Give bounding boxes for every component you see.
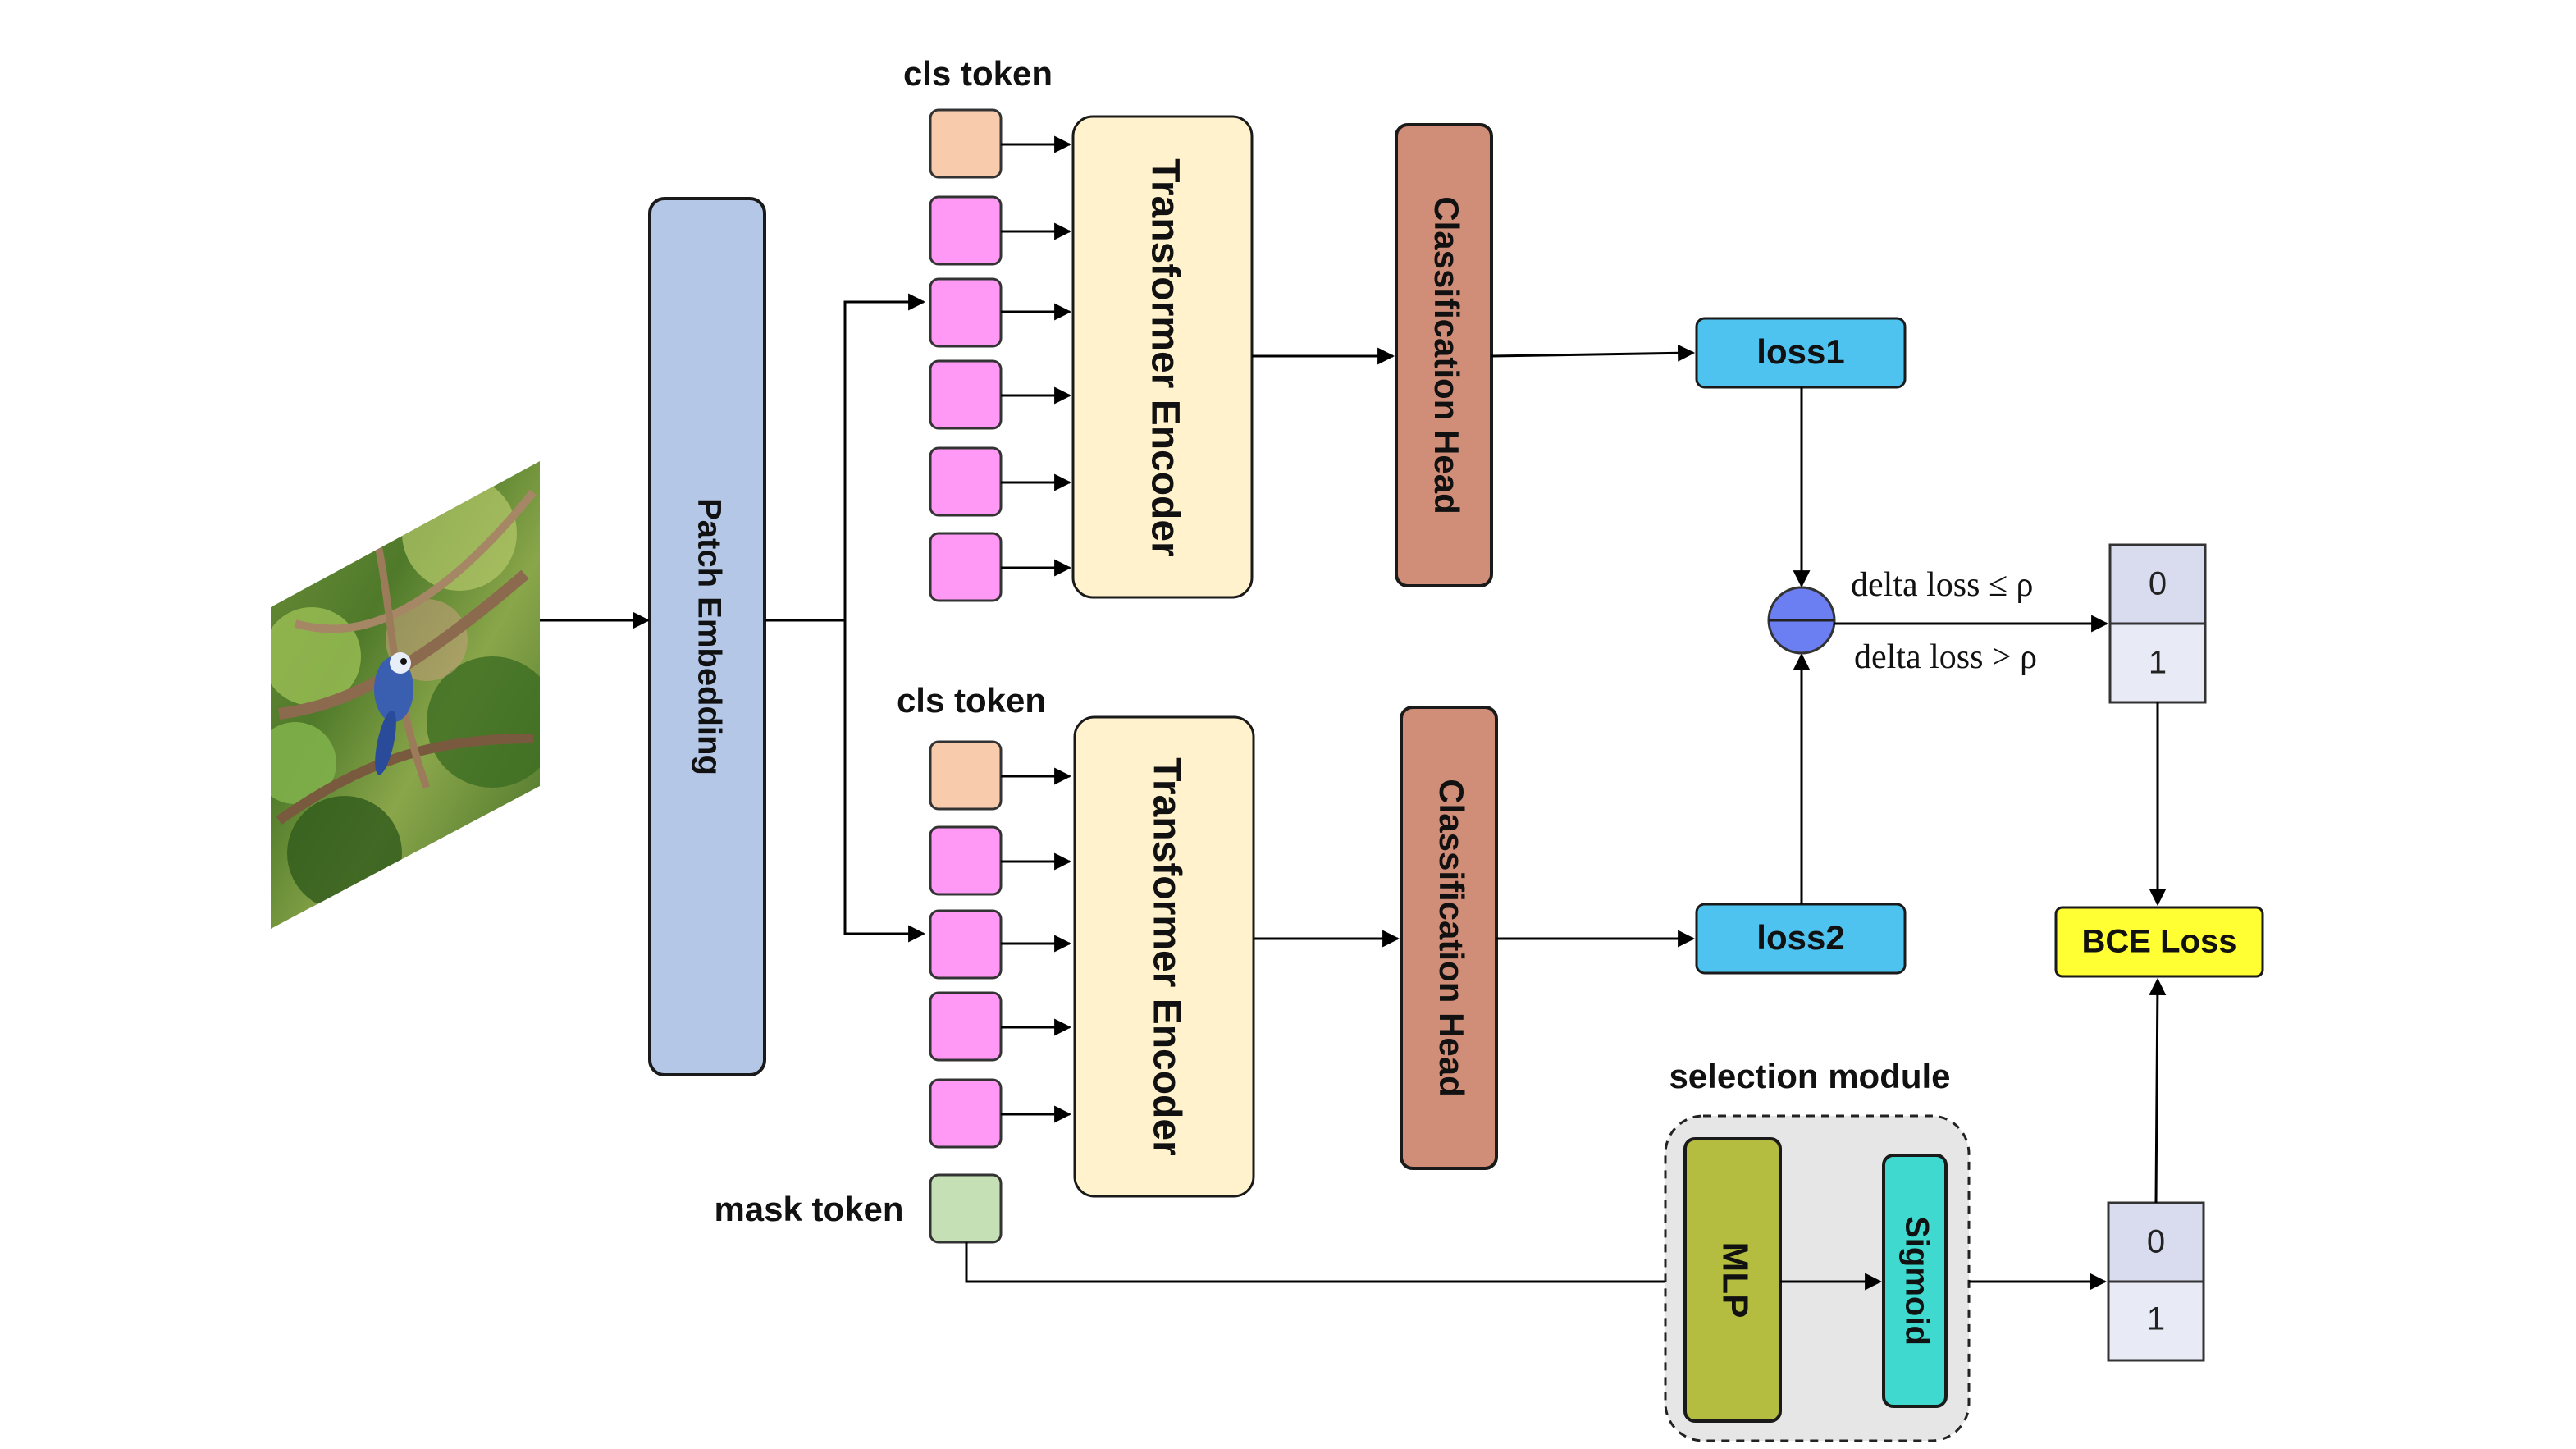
transformer-encoder-bottom-label: Transformer Encoder	[1144, 757, 1188, 1155]
loss2-label: loss2	[1756, 918, 1844, 957]
token-column-bottom	[929, 740, 1003, 1149]
delta-gt-label: delta loss > ρ	[1854, 638, 2037, 676]
embedding-split-connector	[765, 293, 926, 943]
classification-head-top: Classification Head	[1395, 123, 1493, 587]
bird-on-branch-photo-icon	[271, 476, 540, 911]
delta-le-label: delta loss ≤ ρ	[1851, 566, 2034, 604]
patch-token	[929, 532, 1003, 602]
transformer-encoder-top: Transformer Encoder	[1071, 115, 1254, 599]
loss2-box: loss2	[1695, 903, 1907, 975]
arrow-mask-to-mlp	[965, 1242, 1688, 1291]
token-arrows-top	[1001, 135, 1072, 577]
token-arrows-bottom	[1001, 767, 1072, 1123]
patch-token	[929, 991, 1003, 1062]
patch-token	[929, 277, 1003, 348]
output-vector-top: 0 1	[2108, 543, 2207, 704]
arrow-head-to-loss1	[1491, 344, 1696, 362]
patch-token	[929, 195, 1003, 266]
selection-module-label: selection module	[1669, 1057, 1950, 1095]
output-bottom-cell-0: 0	[2147, 1224, 2165, 1260]
cls-token-bottom-label: cls token	[897, 681, 1046, 720]
cls-token-bottom	[929, 740, 1003, 811]
output-top-cell-0: 0	[2149, 566, 2167, 602]
input-image	[271, 461, 540, 929]
loss1-box: loss1	[1695, 317, 1907, 389]
patch-token	[929, 825, 1003, 896]
sigmoid-label: Sigmoid	[1898, 1216, 1934, 1346]
patch-token	[929, 446, 1003, 517]
selection-module: MLP Sigmoid	[1664, 1114, 1971, 1442]
transformer-encoder-top-label: Transformer Encoder	[1143, 158, 1186, 556]
classification-head-bottom: Classification Head	[1400, 706, 1498, 1170]
transformer-encoder-bottom: Transformer Encoder	[1073, 715, 1255, 1198]
subtract-circle-icon	[1767, 586, 1836, 655]
output-bottom-cell-1: 1	[2147, 1301, 2165, 1337]
output-top-cell-1: 1	[2149, 645, 2167, 681]
mask-token-label: mask token	[714, 1190, 903, 1228]
arrow-selection-to-bce	[2149, 977, 2167, 1204]
sigmoid-block: Sigmoid	[1882, 1154, 1948, 1408]
mlp-block: MLP	[1683, 1137, 1782, 1423]
cls-token-top-label: cls token	[903, 54, 1053, 93]
classification-head-top-label: Classification Head	[1427, 196, 1466, 514]
patch-embedding-block: Patch Embedding	[648, 197, 766, 1076]
patch-embedding-label: Patch Embedding	[691, 498, 727, 775]
loss1-label: loss1	[1756, 332, 1844, 371]
patch-token	[929, 359, 1003, 430]
patch-token	[929, 1078, 1003, 1149]
bce-loss-label: BCE Loss	[2082, 924, 2237, 960]
bce-loss-box: BCE Loss	[2054, 906, 2264, 978]
mask-token	[929, 1173, 1003, 1244]
token-column-top	[929, 108, 1003, 602]
classification-head-bottom-label: Classification Head	[1432, 779, 1471, 1096]
output-vector-bottom: 0 1	[2107, 1201, 2205, 1362]
mlp-label: MLP	[1715, 1242, 1755, 1319]
patch-token	[929, 909, 1003, 980]
cls-token-top	[929, 108, 1003, 179]
